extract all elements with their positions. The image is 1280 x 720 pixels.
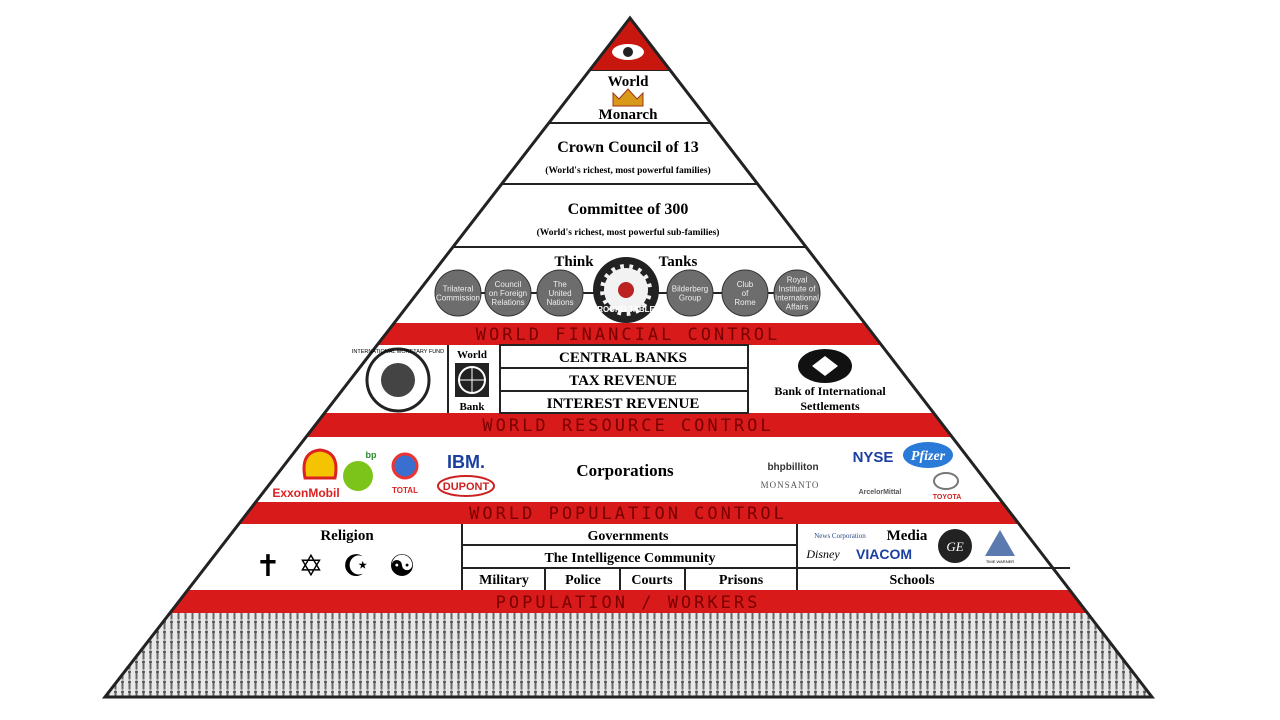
svg-text:GE: GE — [946, 539, 963, 554]
prisons-cell: Prisons — [719, 573, 764, 588]
corporations-label: Corporations — [576, 461, 674, 480]
think-tank-label: Bilderberg — [672, 285, 708, 294]
think-tank-label: of — [742, 289, 749, 298]
crowd-workers — [105, 613, 1152, 697]
shell-logo — [302, 448, 338, 480]
pfizer-logo — [903, 442, 953, 468]
think-tank-label: Commission — [436, 294, 480, 303]
intelligence-community-cell: The Intelligence Community — [544, 551, 715, 566]
bis-label-2: Settlements — [800, 399, 860, 413]
news-corporation-logo: News Corporation — [814, 532, 866, 540]
band-population — [105, 502, 1152, 524]
think-tanks-label-right: Tanks — [659, 254, 698, 270]
world-bank-label-top: World — [457, 349, 487, 361]
think-tank-label: Council — [495, 280, 522, 289]
nyse-logo: NYSE — [853, 449, 894, 466]
disney-logo: Disney — [805, 547, 840, 561]
bis-label-1: Bank of International — [774, 384, 886, 398]
star-and-crescent-icon: ☪ — [343, 549, 370, 584]
crown-council-title: Crown Council of 13 — [557, 139, 699, 156]
think-tank-label: International — [775, 294, 819, 303]
schools-cell: Schools — [889, 573, 935, 588]
think-tank-label: Royal — [787, 276, 808, 285]
think-tank-label: Rome — [734, 298, 756, 307]
monsanto-logo: MONSANTO — [761, 480, 820, 490]
religion-label: Religion — [320, 528, 374, 544]
think-tank-label: Relations — [491, 298, 524, 307]
band-resource-label: WORLD RESOURCE CONTROL — [482, 416, 773, 436]
think-tank-label: United — [548, 289, 571, 298]
think-tank-label: on Foreign — [489, 289, 527, 298]
time-warner-logo — [985, 530, 1015, 556]
svg-text:TIME WARNER: TIME WARNER — [986, 559, 1014, 564]
think-tank-label: Institute of — [779, 285, 817, 294]
band-workers-label: POPULATION / WORKERS — [496, 593, 761, 613]
exxonmobil-logo: ExxonMobil — [272, 486, 339, 500]
dupont-logo: DUPONT — [443, 481, 490, 493]
star-of-david-icon: ✡ — [298, 549, 323, 584]
bp-logo — [343, 461, 373, 491]
think-tanks-label-left: Think — [554, 254, 594, 270]
apex-label-world: World — [608, 74, 649, 90]
total-logo — [391, 452, 419, 480]
religion-symbols: ✝ ✡ ☪ ☯ — [255, 549, 415, 584]
svg-text:bp: bp — [366, 450, 377, 460]
toyota-logo: TOYOTA — [933, 494, 962, 501]
all-seeing-eye-icon — [612, 44, 644, 60]
think-tank-label: Group — [679, 294, 702, 303]
arcelormittal-logo: ArcelorMittal — [859, 489, 902, 496]
yin-yang-icon: ☯ — [389, 549, 416, 584]
round-table-logo: ROUND TABLE — [593, 257, 659, 323]
band-financial-label: WORLD FINANCIAL CONTROL — [476, 325, 780, 345]
svg-text:INTERNATIONAL MONETARY FUND: INTERNATIONAL MONETARY FUND — [352, 349, 444, 355]
police-cell: Police — [565, 573, 601, 588]
committee-subtitle: (World's richest, most powerful sub-fami… — [537, 227, 720, 238]
ibm-logo: IBM. — [447, 452, 485, 472]
world-bank-label-bottom: Bank — [459, 401, 485, 413]
media-label: Media — [887, 528, 928, 544]
think-tank-label: Affairs — [786, 303, 809, 312]
military-cell: Military — [479, 573, 529, 588]
interest-revenue-cell: INTEREST REVENUE — [547, 396, 700, 412]
cross-icon: ✝ — [255, 549, 280, 584]
crown-council-subtitle: (World's richest, most powerful families… — [545, 165, 710, 176]
viacom-logo: VIACOM — [856, 546, 912, 562]
committee-title: Committee of 300 — [568, 201, 689, 218]
svg-text:Pfizer: Pfizer — [911, 449, 946, 464]
think-tank-label: Trilateral — [443, 285, 474, 294]
courts-cell: Courts — [631, 573, 673, 588]
bis-logo — [798, 349, 852, 383]
toyota-icon — [933, 472, 959, 490]
crown-icon — [612, 88, 644, 107]
band-population-label: WORLD POPULATION CONTROL — [469, 504, 787, 524]
think-tank-label: Nations — [546, 298, 573, 307]
tax-revenue-cell: TAX REVENUE — [569, 373, 677, 389]
band-workers — [105, 590, 1152, 613]
think-tank-label: Club — [737, 280, 754, 289]
bhpbilliton-logo: bhpbilliton — [767, 462, 818, 473]
imf-logo: INTERNATIONAL MONETARY FUND — [352, 347, 444, 413]
ge-logo — [938, 529, 972, 563]
governments-cell: Governments — [588, 529, 669, 544]
apex-label-monarch: Monarch — [599, 107, 659, 123]
svg-text:TOTAL: TOTAL — [392, 486, 418, 495]
think-tank-label: The — [553, 280, 567, 289]
central-banks-cell: CENTRAL BANKS — [559, 350, 687, 366]
svg-text:ROUND TABLE: ROUND TABLE — [597, 305, 655, 314]
world-bank-logo — [455, 363, 489, 397]
